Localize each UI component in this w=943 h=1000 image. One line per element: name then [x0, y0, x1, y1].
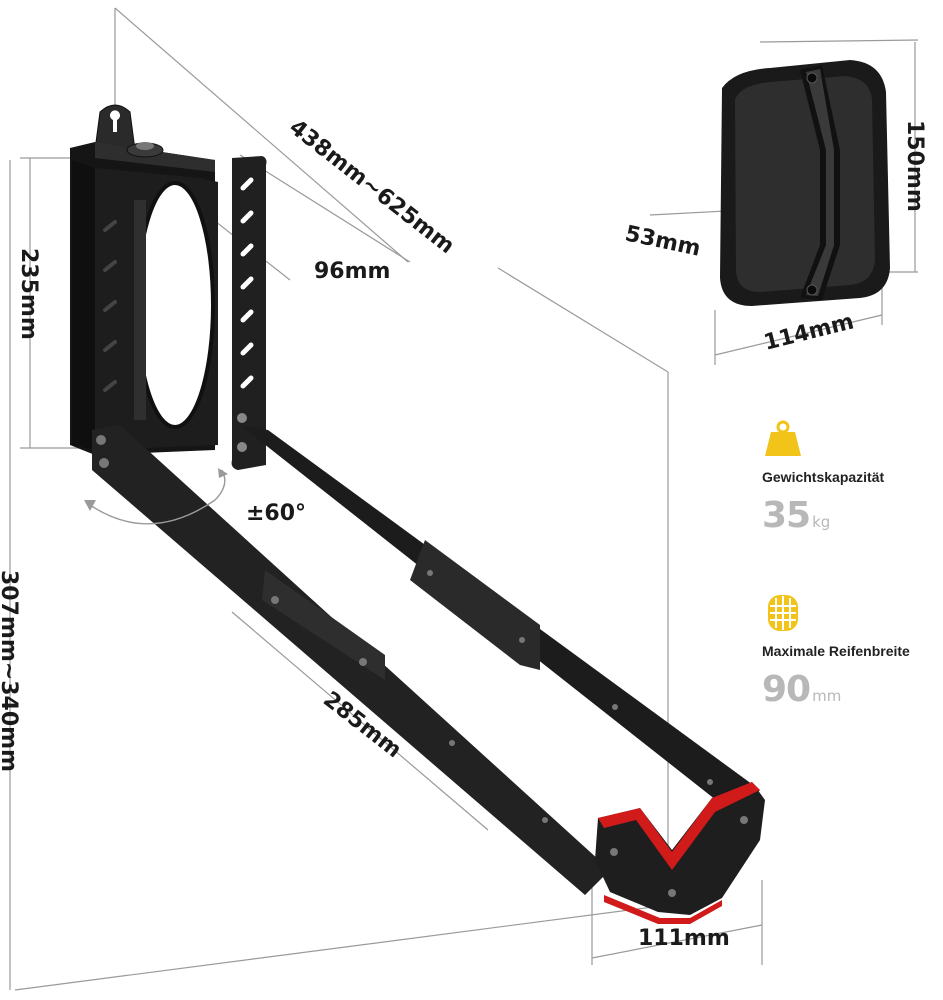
dim-overall-height: 307mm~340mm [0, 570, 21, 772]
dim-pad-width: 114mm [761, 309, 856, 355]
dim-hook-width: 111mm [638, 926, 730, 951]
keyhole-slot [109, 110, 120, 132]
tire-icon [768, 595, 798, 631]
wheel-pad [720, 60, 890, 306]
rotation-arrow [89, 469, 226, 525]
hook [595, 782, 765, 924]
weight-icon [765, 420, 801, 456]
spec-weight-number: 35 [762, 495, 811, 536]
wall-bracket [70, 104, 267, 470]
spec-weight-label: Gewichtskapazität [762, 469, 885, 485]
spec-weight-unit: kg [812, 513, 831, 531]
dimension-lines [9, 7, 919, 991]
spec-tire-label: Maximale Reifenbreite [762, 643, 910, 659]
frame-opening [135, 181, 215, 429]
dim-rotation: ±60° [246, 501, 306, 526]
dim-bracket-depth: 96mm [314, 259, 390, 284]
telescoping-arm [84, 425, 760, 895]
dim-bracket-height: 235mm [16, 248, 41, 340]
dim-pad-depth: 53mm [623, 221, 703, 261]
spec-tire-unit: mm [812, 687, 842, 705]
dim-pad-height: 150mm [902, 120, 927, 212]
spec-tire-number: 90 [762, 669, 811, 710]
